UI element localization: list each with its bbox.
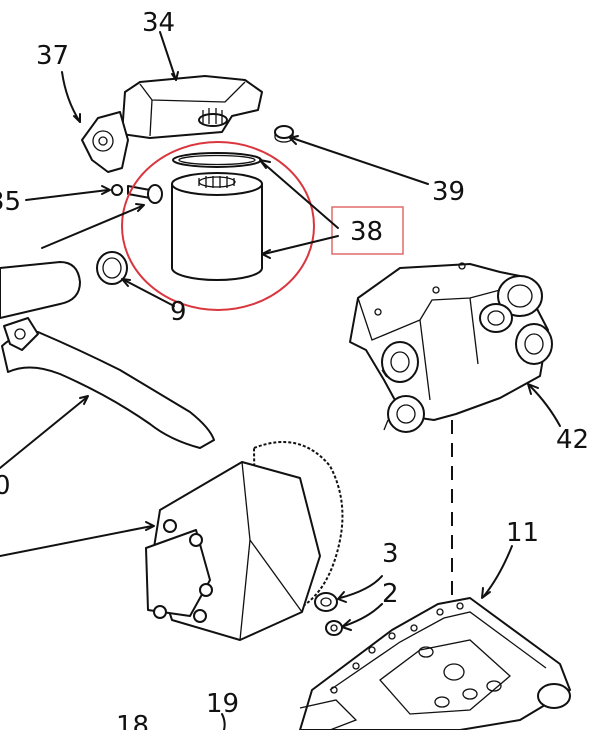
oil-filter-part-38 [171,152,263,281]
callout-18: 18 [116,711,149,730]
callout-39: 39 [432,177,465,207]
filter-head-assembly [81,75,263,173]
callout-19: 19 [206,689,239,719]
highlight-box [331,206,404,255]
housing-part-11 [299,597,571,730]
bolt-part-35 [111,184,163,204]
highlight-circle [121,141,315,311]
callout-10: 0 [0,471,11,501]
callout-labels: 34 37 35 39 38 9 42 0 3 2 11 19 18 [0,8,589,730]
washer-part-3 [314,592,338,612]
callout-11: 11 [506,518,539,548]
seal-part-9 [96,251,128,285]
hydraulic-pump-part-42 [349,262,553,433]
leader-lines [0,31,561,730]
callout-37: 37 [36,41,69,71]
gear-pump-assembly [145,441,344,641]
hose-part-10 [0,261,215,449]
callout-34: 34 [142,8,175,38]
callout-38: 38 [350,217,383,247]
callout-42: 42 [556,425,589,455]
nut-part-2 [325,620,343,636]
callout-3: 3 [382,539,399,569]
callout-9: 9 [170,297,187,327]
callout-35: 35 [0,187,21,217]
callout-2: 2 [382,579,399,609]
